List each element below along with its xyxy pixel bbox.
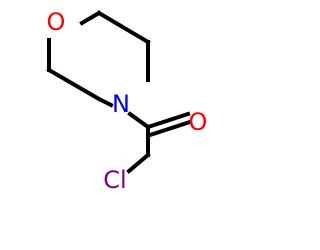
atom-label-chlorine: Cl [103,166,126,194]
bond-c7-o8-a [145,111,191,130]
bond-o1-c2 [79,10,102,26]
atom-label-oxygen-ring: O [47,8,66,36]
bond-n4-c5 [96,96,114,108]
bonds-group [46,10,193,174]
bond-c7-o8-b [147,119,193,138]
bond-c5-c6 [46,67,102,102]
bond-c9-cl10 [126,152,151,174]
atom-labels: O N O Cl [47,8,208,194]
structure-diagram: O N O Cl [46,8,208,194]
atom-label-nitrogen: N [112,90,130,118]
bond-n4-c7 [127,111,151,130]
atom-label-oxygen-carbonyl: O [189,108,208,136]
bond-c2-c3 [96,10,151,45]
